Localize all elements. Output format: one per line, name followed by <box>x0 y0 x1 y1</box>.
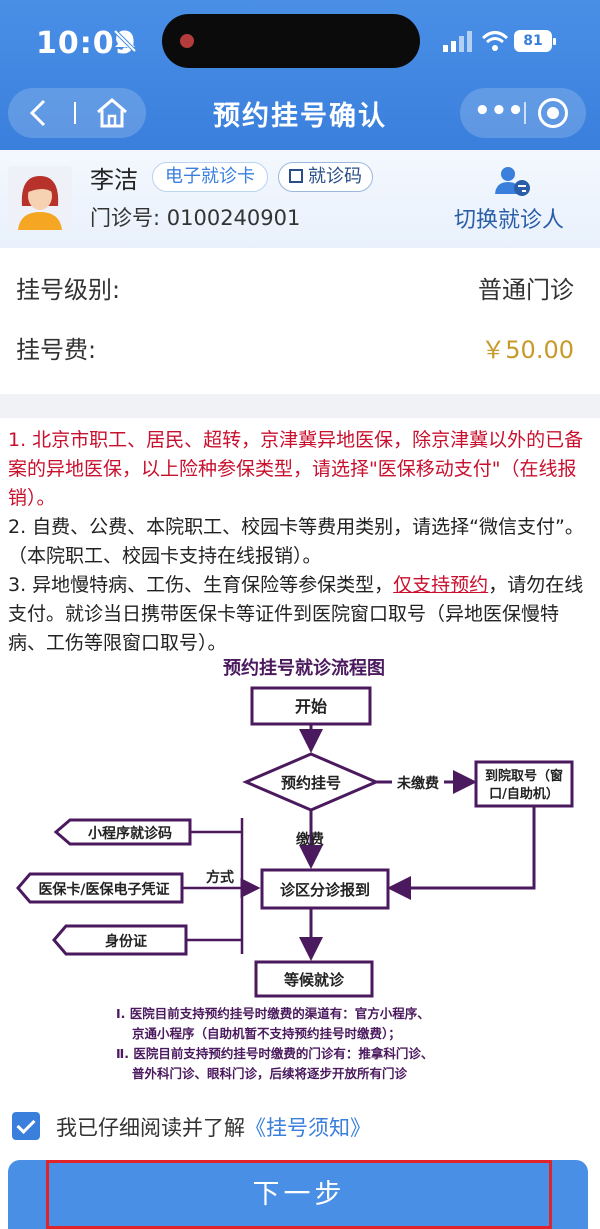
flow-wait-text: 等候就诊 <box>284 971 345 989</box>
flow-triage-text: 诊区分诊报到 <box>280 881 370 899</box>
registration-level-value: 普通门诊 <box>478 276 574 304</box>
flow-paid-text: 缴费 <box>296 831 324 848</box>
flow-id-text: 身份证 <box>105 933 147 950</box>
registration-level-row: 挂号级别: 普通门诊 <box>0 256 600 316</box>
bell-muted-icon <box>113 29 137 53</box>
registration-level-label: 挂号级别: <box>16 276 121 304</box>
nav-divider <box>524 102 526 124</box>
flow-mini-code-text: 小程序就诊码 <box>88 825 172 842</box>
switch-patient-icon[interactable] <box>492 164 532 198</box>
battery-icon: 81 <box>514 30 556 52</box>
notice-item-3-text: 3. 异地慢特病、工伤、生育保险等参保类型， <box>8 574 394 596</box>
back-arrow-icon[interactable] <box>18 96 58 130</box>
wifi-icon <box>482 31 508 51</box>
app-header: 10:09 81 <box>0 0 600 150</box>
registration-flowchart: 预约挂号就诊流程图 开始 预约挂号 未缴费 到院取号（窗 口/自助机） 缴费 诊… <box>4 654 582 1084</box>
flow-arrow <box>387 806 536 900</box>
flow-counter-text-2: 口/自助机） <box>489 786 559 802</box>
nav-divider <box>74 102 76 124</box>
clinic-number: 门诊号: 0100240901 <box>90 206 301 230</box>
status-bar: 10:09 81 <box>0 0 600 80</box>
flow-note-2a: Ⅱ. 医院目前支持预约挂号时缴费的门诊有：推拿科门诊、 <box>116 1046 433 1061</box>
flow-unpaid-text: 未缴费 <box>397 775 439 792</box>
agreement-checkbox[interactable] <box>12 1112 40 1140</box>
dynamic-island <box>162 14 420 68</box>
flow-triage-box <box>260 868 390 910</box>
close-miniprogram-icon[interactable] <box>538 98 568 128</box>
notice-item-3-highlight: 仅支持预约 <box>393 574 489 596</box>
page-title: 预约挂号确认 <box>213 101 387 132</box>
flow-wait-box <box>254 960 374 998</box>
electronic-card-tag[interactable]: 电子就诊卡 <box>152 162 268 192</box>
home-icon[interactable] <box>92 95 132 131</box>
cellular-signal-icon <box>443 31 472 52</box>
visit-code-label: 就诊码 <box>308 166 362 187</box>
qr-code-icon <box>289 169 303 183</box>
agreement-text: 我已仔细阅读并了解 <box>56 1116 245 1140</box>
flow-counter-text-1: 到院取号（窗 <box>485 768 563 784</box>
flow-note-1b: 京通小程序（自助机暂不支持预约挂号时缴费）； <box>132 1026 401 1041</box>
nav-left-capsule <box>8 88 146 138</box>
avatar <box>8 166 72 230</box>
agreement-label: 我已仔细阅读并了解《挂号须知》 <box>56 1112 371 1142</box>
flow-start-text: 开始 <box>295 697 327 716</box>
female-avatar-icon <box>8 166 72 230</box>
bottom-button-bar: 下一步 <box>8 1160 588 1229</box>
flow-insurance-text: 医保卡/医保电子凭证 <box>38 881 169 898</box>
visit-code-tag[interactable]: 就诊码 <box>278 162 373 192</box>
registration-fee-label: 挂号费: <box>16 336 97 364</box>
patient-card: 李洁 电子就诊卡 就诊码 门诊号: 0100240901 切换就诊人 <box>0 150 600 248</box>
section-divider <box>0 394 600 418</box>
notice-item-1: 1. 北京市职工、居民、超转，京津冀异地医保，除京津冀以外的已备案的异地医保，以… <box>8 429 584 509</box>
registration-notice-link[interactable]: 《挂号须知》 <box>245 1116 371 1140</box>
flow-note-1a: Ⅰ. 医院目前支持预约挂号时缴费的渠道有：官方小程序、 <box>116 1006 430 1021</box>
flow-label-bg <box>392 772 444 792</box>
patient-name: 李洁 <box>90 166 138 194</box>
payment-notice: 1. 北京市职工、居民、超转，京津冀异地医保，除京津冀以外的已备案的异地医保，以… <box>0 418 600 658</box>
registration-fee-value: ￥50.00 <box>481 336 574 364</box>
nav-right-capsule: ••• <box>460 88 586 138</box>
notice-item-2: 2. 自费、公费、本院职工、校园卡等费用类别，请选择“微信支付”。（本院职工、校… <box>8 516 584 567</box>
notice-item-3-rest: ，请勿在线支付。就诊当日携带医保卡等证件到医院窗口取号（异地医保慢特病、工伤等限… <box>8 574 584 654</box>
registration-fee-row: 挂号费: ￥50.00 <box>0 316 600 376</box>
next-step-button[interactable]: 下一步 <box>46 1160 552 1229</box>
switch-patient-label[interactable]: 切换就诊人 <box>454 208 565 233</box>
more-dots-icon[interactable]: ••• <box>474 96 524 126</box>
notice-item-3: 3. 异地慢特病、工伤、生育保险等参保类型，仅支持预约，请勿在线支付。就诊当日携… <box>8 571 592 658</box>
flow-method-text: 方式 <box>206 869 234 886</box>
flow-note-2b: 普外科门诊、眼科门诊，后续将逐步开放所有门诊 <box>132 1066 408 1081</box>
flow-book-text: 预约挂号 <box>281 774 341 792</box>
flowchart-title: 预约挂号就诊流程图 <box>223 657 385 679</box>
nav-bar: 预约挂号确认 ••• <box>0 82 600 144</box>
flow-counter-box <box>474 760 574 808</box>
agreement-row: 我已仔细阅读并了解《挂号须知》 <box>0 1100 600 1156</box>
camera-indicator-icon <box>180 34 194 48</box>
